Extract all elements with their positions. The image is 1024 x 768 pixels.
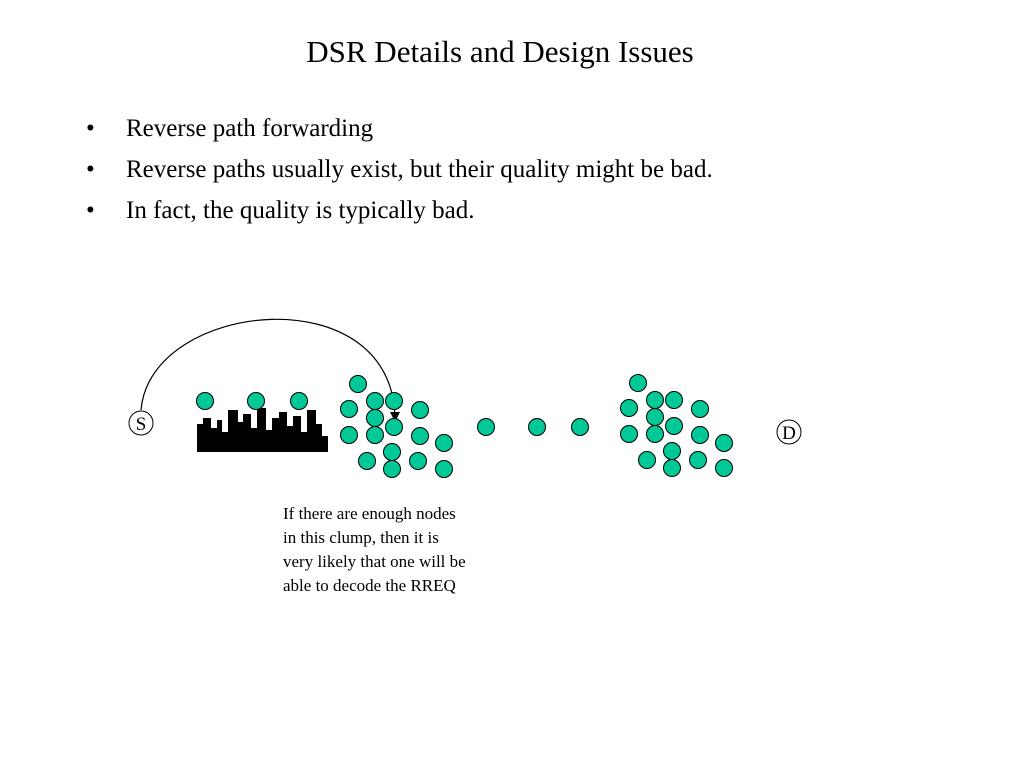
slide-title: DSR Details and Design Issues — [306, 34, 694, 69]
annotation-line: very likely that one will be — [283, 552, 466, 571]
node-layer — [196, 374, 733, 478]
network-node — [689, 451, 707, 469]
source-node: S — [128, 410, 154, 436]
network-node — [571, 418, 589, 436]
bullet-text: In fact, the quality is typically bad. — [126, 197, 475, 224]
bullet-dot-icon: • — [86, 115, 95, 142]
destination-label: D — [782, 423, 796, 444]
network-node — [383, 460, 401, 478]
bullet-text: Reverse paths usually exist, but their q… — [126, 156, 713, 183]
network-node — [411, 427, 429, 445]
annotation-line: If there are enough nodes — [283, 504, 456, 523]
network-node — [665, 417, 683, 435]
route-arrow — [140, 318, 400, 422]
network-node — [290, 392, 308, 410]
network-node — [528, 418, 546, 436]
bullet-item: • Reverse paths usually exist, but their… — [86, 149, 713, 190]
bullet-dot-icon: • — [86, 197, 95, 224]
network-node — [638, 451, 656, 469]
city-skyline-icon — [197, 408, 328, 452]
annotation-line: in this clump, then it is — [283, 528, 439, 547]
network-node — [383, 443, 401, 461]
network-node — [691, 400, 709, 418]
network-node — [385, 418, 403, 436]
bullet-dot-icon: • — [86, 156, 95, 183]
network-node — [196, 392, 214, 410]
network-node — [435, 434, 453, 452]
bullet-text: Reverse path forwarding — [126, 115, 374, 142]
network-node — [715, 434, 733, 452]
network-node — [629, 374, 647, 392]
network-node — [385, 392, 403, 410]
destination-node: D — [776, 419, 802, 445]
network-node — [665, 391, 683, 409]
network-node — [409, 452, 427, 470]
network-node — [366, 392, 384, 410]
bullet-list: • Reverse path forwarding • Reverse path… — [86, 108, 713, 231]
clump-annotation: If there are enough nodes in this clump,… — [283, 502, 513, 598]
network-node — [349, 375, 367, 393]
network-node — [620, 399, 638, 417]
network-node — [715, 459, 733, 477]
network-node — [358, 452, 376, 470]
network-node — [366, 426, 384, 444]
network-node — [366, 409, 384, 427]
source-label: S — [136, 414, 147, 435]
network-node — [663, 459, 681, 477]
network-node — [646, 408, 664, 426]
bullet-item: • In fact, the quality is typically bad. — [86, 190, 713, 231]
network-node — [340, 400, 358, 418]
network-node — [691, 426, 709, 444]
network-node — [646, 391, 664, 409]
network-node — [247, 392, 265, 410]
network-node — [411, 401, 429, 419]
network-node — [620, 425, 638, 443]
annotation-line: able to decode the RREQ — [283, 576, 456, 595]
network-node — [340, 426, 358, 444]
network-node — [646, 425, 664, 443]
network-node — [663, 442, 681, 460]
network-node — [435, 460, 453, 478]
bullet-item: • Reverse path forwarding — [86, 108, 713, 149]
network-node — [477, 418, 495, 436]
